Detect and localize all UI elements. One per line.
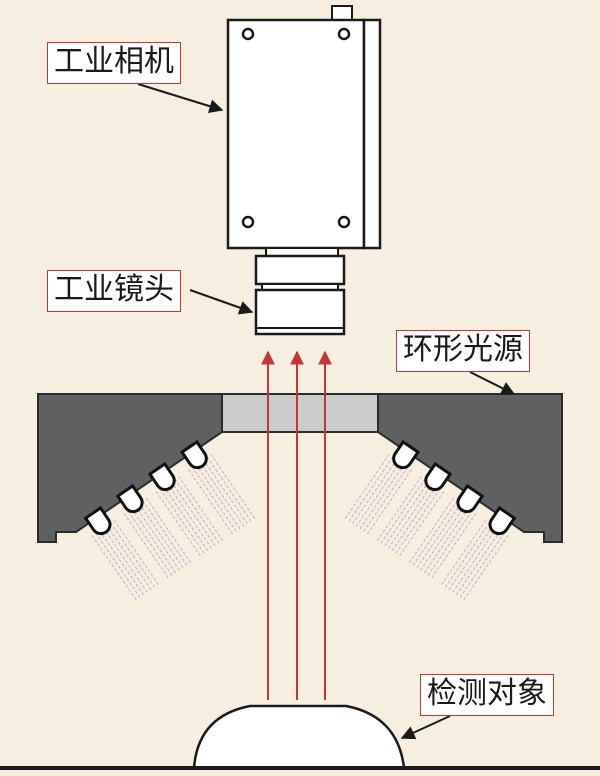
led-beam-line — [407, 497, 454, 565]
led-beam-line — [191, 466, 238, 534]
led-bulb-icon — [424, 461, 453, 492]
led-beam-line — [123, 513, 170, 580]
led-beam-line — [394, 488, 441, 556]
led-beam-line — [365, 469, 412, 536]
led-beam-line — [210, 453, 257, 521]
led-beam-line — [386, 483, 433, 551]
screw-icon — [241, 215, 255, 229]
led-beam-line — [202, 459, 249, 526]
led-beam-line — [110, 522, 157, 590]
led-beam-line — [375, 475, 422, 543]
screw-icon — [337, 27, 351, 41]
led-beam-line — [351, 459, 398, 526]
led-bulb-icon — [147, 461, 176, 492]
led-beam-line — [113, 519, 160, 587]
led-beam-line — [131, 508, 178, 575]
led-beam-line — [146, 497, 193, 565]
led-beam-line — [443, 522, 490, 590]
led-beam-line — [170, 481, 217, 548]
led-beam-line — [142, 500, 189, 568]
led-beam-line — [159, 488, 206, 556]
arrow-camera — [137, 83, 224, 113]
led-bulb-icon — [392, 439, 421, 470]
led-beam-line — [106, 525, 153, 592]
industrial-camera — [226, 5, 382, 250]
led-beam-line — [343, 453, 390, 521]
screw-icon — [337, 215, 351, 229]
led-bulb-icon — [456, 483, 485, 514]
ring-light — [37, 393, 563, 543]
inspection-object — [192, 704, 406, 770]
led-beam-line — [383, 481, 430, 548]
led-beam-line — [362, 466, 409, 534]
led-beam-line — [422, 508, 469, 575]
led-beam-line — [347, 456, 394, 524]
led-beam-line — [138, 503, 185, 570]
led-beam-line — [167, 483, 214, 551]
led-beam-line — [419, 505, 466, 573]
led-beam-line — [390, 486, 437, 553]
led-beam-line — [155, 491, 202, 558]
label-industrial-camera: 工业相机 — [47, 42, 181, 84]
led-beam-line — [134, 505, 181, 573]
led-array — [83, 439, 517, 536]
led-bulb-icon — [83, 505, 112, 536]
led-beam-line — [174, 478, 221, 546]
arrow-object — [400, 715, 451, 740]
led-beam-line — [99, 530, 146, 597]
arrow-light — [469, 371, 516, 395]
led-beam-line — [426, 510, 473, 578]
industrial-lens — [254, 247, 346, 336]
led-beam-line — [102, 527, 149, 595]
led-beam-line — [447, 525, 494, 592]
label-ring-light: 环形光源 — [396, 330, 530, 372]
led-beam-line — [462, 535, 509, 602]
led-beam-line — [398, 491, 445, 558]
led-beam-line — [411, 500, 458, 568]
led-beam-line — [440, 519, 487, 587]
led-beam-line — [415, 503, 462, 570]
led-beams — [91, 453, 509, 602]
led-beam-line — [458, 532, 505, 600]
led-beam-line — [163, 486, 210, 553]
led-beam-line — [178, 475, 225, 543]
led-beam-line — [127, 510, 174, 578]
light-window — [221, 393, 379, 433]
led-beam-line — [430, 513, 477, 580]
led-beam-line — [354, 461, 401, 529]
screw-icon — [241, 27, 255, 41]
led-beam-line — [358, 464, 405, 531]
leader-arrows — [137, 83, 516, 740]
label-inspection-object: 检测对象 — [420, 674, 554, 716]
led-beam-line — [95, 532, 142, 600]
led-beam-line — [199, 461, 246, 529]
led-beam-line — [451, 527, 498, 595]
led-bulb-icon — [115, 483, 144, 514]
led-beam-line — [195, 464, 242, 531]
led-beam-line — [188, 469, 235, 536]
led-beam-line — [206, 456, 253, 524]
led-beam-line — [379, 478, 426, 546]
arrow-lens — [189, 289, 254, 315]
led-beam-line — [454, 530, 501, 597]
led-bulb-icon — [179, 439, 208, 470]
led-beam-line — [91, 535, 138, 602]
optical-rays — [261, 350, 332, 700]
label-industrial-lens: 工业镜头 — [47, 270, 181, 312]
led-bulb-icon — [488, 505, 517, 536]
